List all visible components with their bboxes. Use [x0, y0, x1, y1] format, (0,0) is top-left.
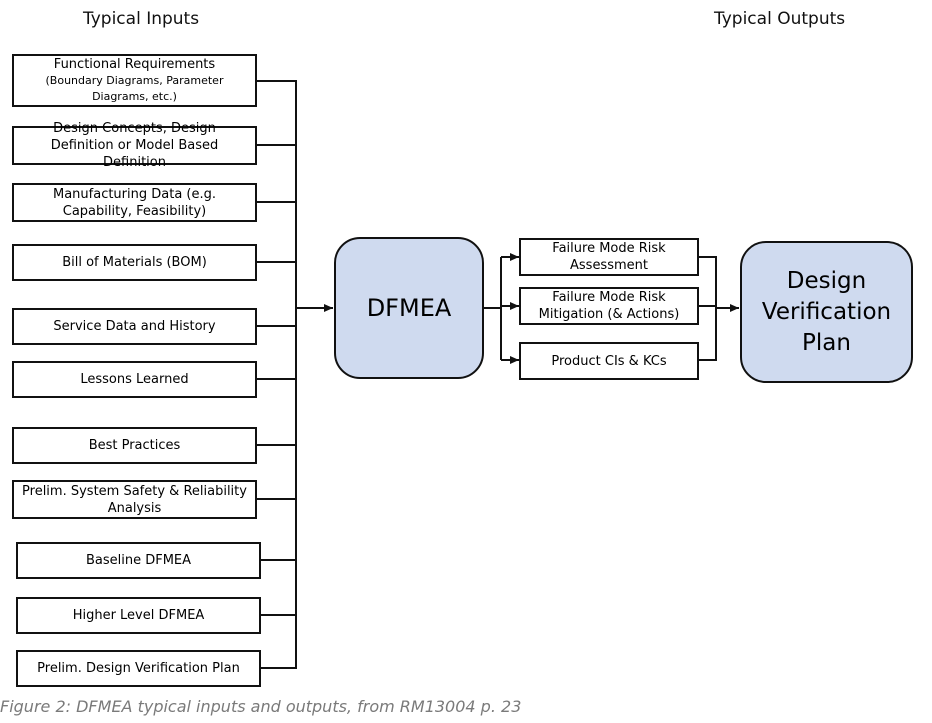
input-sublabel: (Boundary Diagrams, Parameter Diagrams, …	[45, 74, 224, 103]
input-label: Manufacturing Data (e.g. Capability, Fea…	[52, 186, 217, 219]
input-label: Prelim. Design Verification Plan	[37, 661, 240, 676]
input-label: Prelim. System Safety & Reliability Anal…	[22, 483, 247, 516]
input-box-design-concepts: Design Concepts, Design Definition or Mo…	[12, 121, 257, 170]
dfmea-node: DFMEA	[334, 237, 484, 379]
result-line-3: Plan	[802, 329, 851, 356]
input-label: Bill of Materials (BOM)	[62, 255, 207, 270]
input-label: Best Practices	[88, 438, 181, 453]
input-label: Service Data and History	[53, 319, 216, 334]
result-line-1: Design	[786, 267, 867, 294]
input-box-bill-of-materials: Bill of Materials (BOM)	[12, 244, 257, 281]
input-label: Lessons Learned	[80, 372, 189, 387]
input-label: Functional Requirements	[53, 57, 216, 72]
output-box-product-cis-kcs: Product CIs & KCs	[519, 342, 699, 380]
input-box-functional-requirements: Functional Requirements (Boundary Diagra…	[12, 54, 257, 107]
output-box-risk-mitigation: Failure Mode Risk Mitigation (& Actions)	[519, 287, 699, 325]
output-label: Product CIs & KCs	[551, 353, 667, 369]
input-box-system-safety-analysis: Prelim. System Safety & Reliability Anal…	[12, 480, 257, 519]
input-box-manufacturing-data: Manufacturing Data (e.g. Capability, Fea…	[12, 183, 257, 222]
input-box-prelim-dvp: Prelim. Design Verification Plan	[16, 650, 261, 687]
output-box-risk-assessment: Failure Mode Risk Assessment	[519, 238, 699, 276]
input-box-best-practices: Best Practices	[12, 427, 257, 464]
outputs-heading: Typical Outputs	[714, 9, 846, 29]
input-label: Higher Level DFMEA	[72, 608, 205, 623]
inputs-heading: Typical Inputs	[83, 9, 200, 29]
output-label: Failure Mode Risk Mitigation (& Actions)	[538, 290, 680, 322]
input-label: Baseline DFMEA	[85, 553, 192, 568]
result-line-2: Verification	[761, 298, 892, 325]
input-box-higher-level-dfmea: Higher Level DFMEA	[16, 597, 261, 634]
input-box-service-data: Service Data and History	[12, 308, 257, 345]
output-label: Failure Mode Risk Assessment	[552, 241, 666, 273]
dfmea-label: DFMEA	[366, 294, 452, 322]
figure-caption: Figure 2: DFMEA typical inputs and outpu…	[0, 697, 522, 716]
input-box-lessons-learned: Lessons Learned	[12, 361, 257, 398]
input-box-baseline-dfmea: Baseline DFMEA	[16, 542, 261, 579]
design-verification-plan-node: Design Verification Plan	[740, 241, 913, 383]
input-label: Design Concepts, Design Definition or Mo…	[50, 121, 219, 170]
